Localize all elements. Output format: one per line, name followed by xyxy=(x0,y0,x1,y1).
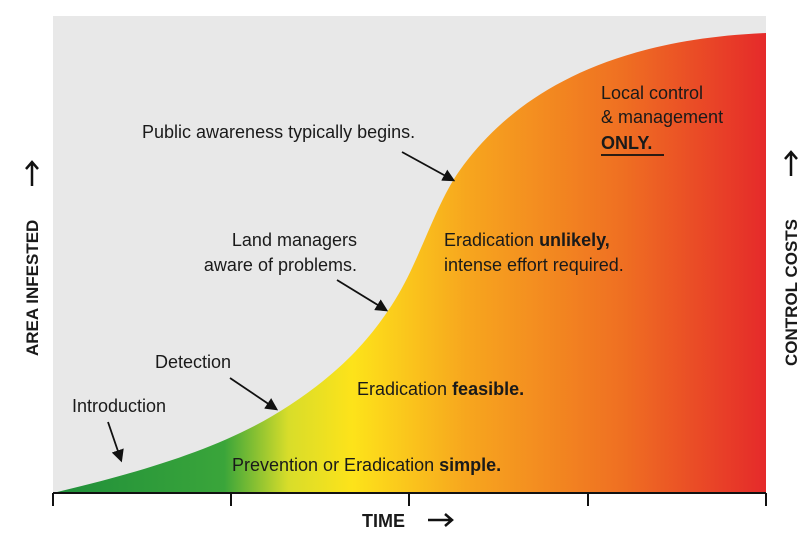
introduction-arrow-icon xyxy=(107,421,124,463)
zone-label-simple: Prevention or Eradication simple. xyxy=(232,455,501,475)
y-axis-left-arrow-icon xyxy=(25,160,39,186)
zone-label-unlikely: Eradication unlikely, xyxy=(444,230,610,250)
label-local-control-emph: ONLY. xyxy=(601,133,652,153)
x-axis-label: TIME xyxy=(362,511,405,531)
x-axis-arrow-icon xyxy=(428,513,454,527)
y-axis-left-label: AREA INFESTED xyxy=(23,220,42,356)
land-managers-arrow-icon xyxy=(336,279,389,312)
label-land-managers-line2: aware of problems. xyxy=(204,255,357,275)
detection-arrow-icon xyxy=(229,377,279,411)
public-awareness-arrow-icon xyxy=(401,151,456,182)
infestation-curve-area xyxy=(53,33,766,493)
label-detection: Detection xyxy=(155,352,231,372)
zone-label-unlikely-line2: intense effort required. xyxy=(444,255,624,275)
label-public-awareness: Public awareness typically begins. xyxy=(142,122,415,142)
zone-label-feasible: Eradication feasible. xyxy=(357,379,524,399)
y-axis-left: AREA INFESTED xyxy=(23,220,42,356)
label-land-managers: Land managers xyxy=(232,230,357,250)
y-axis-right-arrow-icon xyxy=(784,150,798,176)
label-local-control-line2: & management xyxy=(601,107,723,127)
y-axis-right-label: CONTROL COSTS xyxy=(782,219,801,366)
label-introduction: Introduction xyxy=(72,396,166,416)
y-axis-right: CONTROL COSTS xyxy=(782,219,801,366)
label-local-control: Local control xyxy=(601,83,703,103)
